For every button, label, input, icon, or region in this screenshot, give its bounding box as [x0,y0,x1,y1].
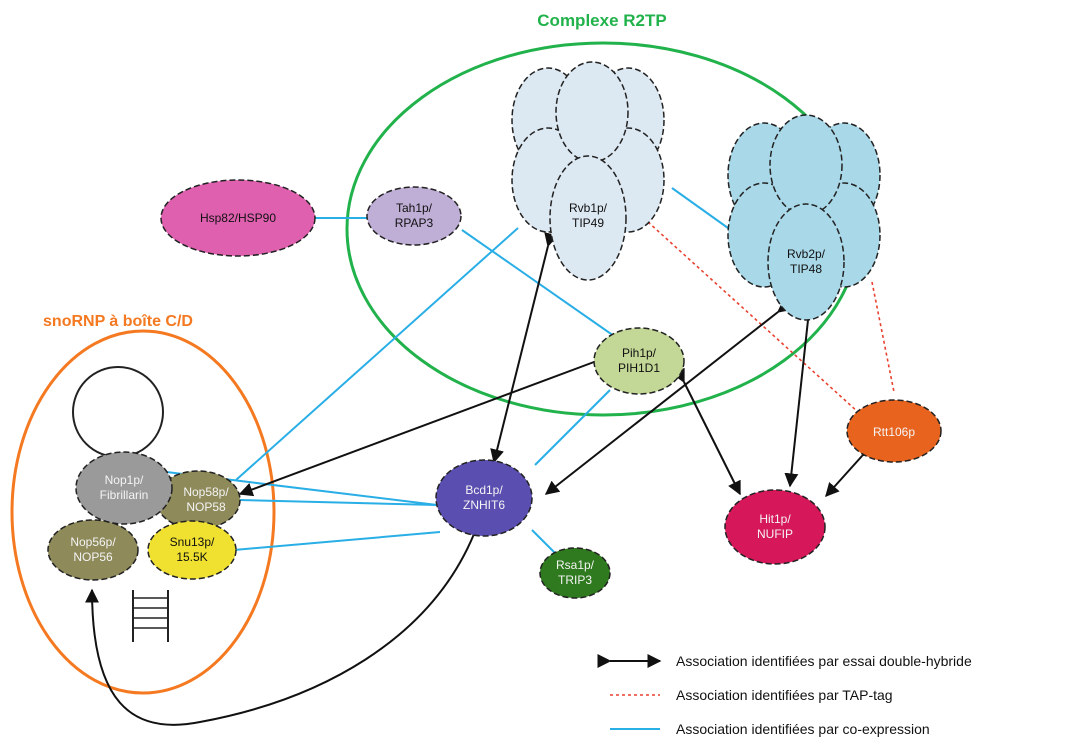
node-rsa1: Rsa1p/ TRIP3 [539,547,611,599]
arrow-rvb2-red-node [784,306,817,488]
node-rvb2-label-1: Rvb2p/ [787,247,826,261]
node-hit1: Hit1p/ NUFIP [724,489,826,565]
arrow-pih1-nop58 [238,351,609,497]
node-nop1: Nop1p/ Fibrillarin [75,451,173,525]
node-rtt106: Rtt106p [846,399,942,463]
node-bcd1-label-1: Bcd1p/ [465,483,503,497]
node-nop1-label-2: Fibrillarin [100,488,149,502]
node-rvb1-hexamer: Rvb1p/ TIP49 [511,61,665,281]
node-snu13-label-1: Snu13p/ [170,535,215,549]
double-hybrid-links [85,232,876,726]
arrow-rvb2-bcd1 [544,298,793,495]
legend-tap-tag-label: Association identifiées par TAP-tag [676,687,893,703]
node-rsa1-label-1: Rsa1p/ [556,558,595,572]
arrow-bcd1-nop56-curve [85,519,486,726]
node-pih1: Pih1p/ PIH1D1 [593,327,685,395]
arrow-rtt106-red-node [825,441,876,498]
node-snu13: Snu13p/ 15.5K [147,520,237,580]
node-nop58-label-2: NOP58 [186,500,226,514]
node-hit1-label-2: NUFIP [757,527,793,541]
node-rvb1-label-1: Rvb1p/ [569,201,608,215]
node-pih1-label-1: Pih1p/ [622,346,657,360]
legend: Association identifiées par essai double… [597,653,972,737]
node-bcd1: Bcd1p/ ZNHIT6 [435,459,533,537]
node-hit1-label-1: Hit1p/ [759,512,791,526]
node-tah1-label-1: Tah1p/ [396,201,433,215]
node-nop56: Nop56p/ NOP56 [47,519,139,581]
legend-double-hybrid-label: Association identifiées par essai double… [676,653,972,669]
node-nop56-label-1: Nop56p/ [70,535,116,549]
node-nop56-label-2: NOP56 [73,550,113,564]
node-snu13-label-2: 15.5K [176,550,207,564]
r2tp-complex-title: Complexe R2TP [537,11,666,30]
legend-coexpression-label: Association identifiées par co-expressio… [676,721,930,737]
snornp-complex-outline [10,329,276,695]
node-tah1: Tah1p/ RPAP3 [366,186,462,246]
node-rvb2-label-2: TIP48 [790,262,822,276]
snornp-complex-title: snoRNP à boîte C/D [43,313,193,330]
link-rvb1-rvb2 [671,187,729,229]
link-rvb1-rtt106 [647,221,859,413]
node-nop58: Nop58p/ NOP58 [155,470,241,530]
node-tah1-label-2: RPAP3 [395,216,434,230]
node-hsp90-label: Hsp82/HSP90 [200,211,276,225]
node-nop58-label-1: Nop58p/ [183,485,229,499]
node-nop1-label-1: Nop1p/ [105,473,144,487]
link-rvb2-rtt106 [871,281,895,393]
node-pih1-label-2: PIH1D1 [618,361,660,375]
node-hsp90: Hsp82/HSP90 [160,179,316,257]
arrow-rvb1-bcd1 [490,232,558,464]
link-nop58-bcd1 [239,499,438,506]
node-bcd1-label-2: ZNHIT6 [463,498,505,512]
node-rvb2-hexamer: Rvb2p/ TIP48 [727,114,881,321]
node-rsa1-label-2: TRIP3 [558,573,592,587]
tap-tag-links [647,221,895,413]
link-snu13-bcd1 [233,531,441,551]
arrow-pih1-red-node [672,367,741,496]
node-rvb1-label-2: TIP49 [572,216,604,230]
link-bcd1-rsa1 [531,529,559,557]
node-rtt106-label: Rtt106p [873,425,915,439]
